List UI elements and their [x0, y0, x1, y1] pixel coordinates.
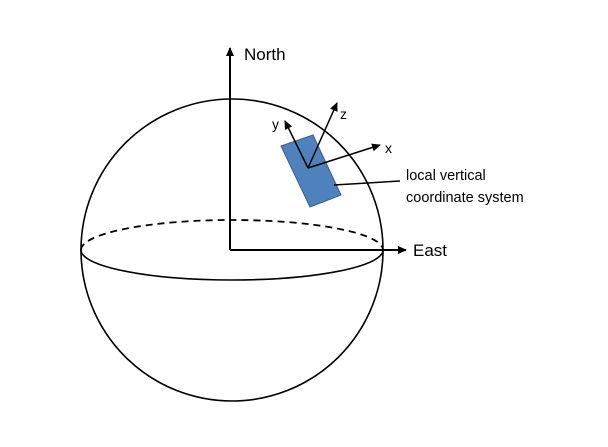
local-y-label: y: [272, 116, 279, 132]
local-z-label: z: [340, 106, 347, 122]
local-y-axis: [284, 120, 309, 169]
local-x-label: x: [385, 140, 392, 156]
annotation-line-1: local vertical: [406, 168, 486, 184]
local-x-axis: [307, 143, 381, 169]
east-label: East: [413, 241, 447, 260]
equator-front: [80, 249, 384, 281]
north-label: North: [244, 45, 286, 64]
local-plate: [280, 134, 342, 208]
annotation-leader: [333, 180, 401, 186]
equator-back-dashed: [80, 219, 384, 251]
local-z-axis: [307, 102, 338, 169]
annotation-line-2: coordinate system: [406, 190, 524, 206]
